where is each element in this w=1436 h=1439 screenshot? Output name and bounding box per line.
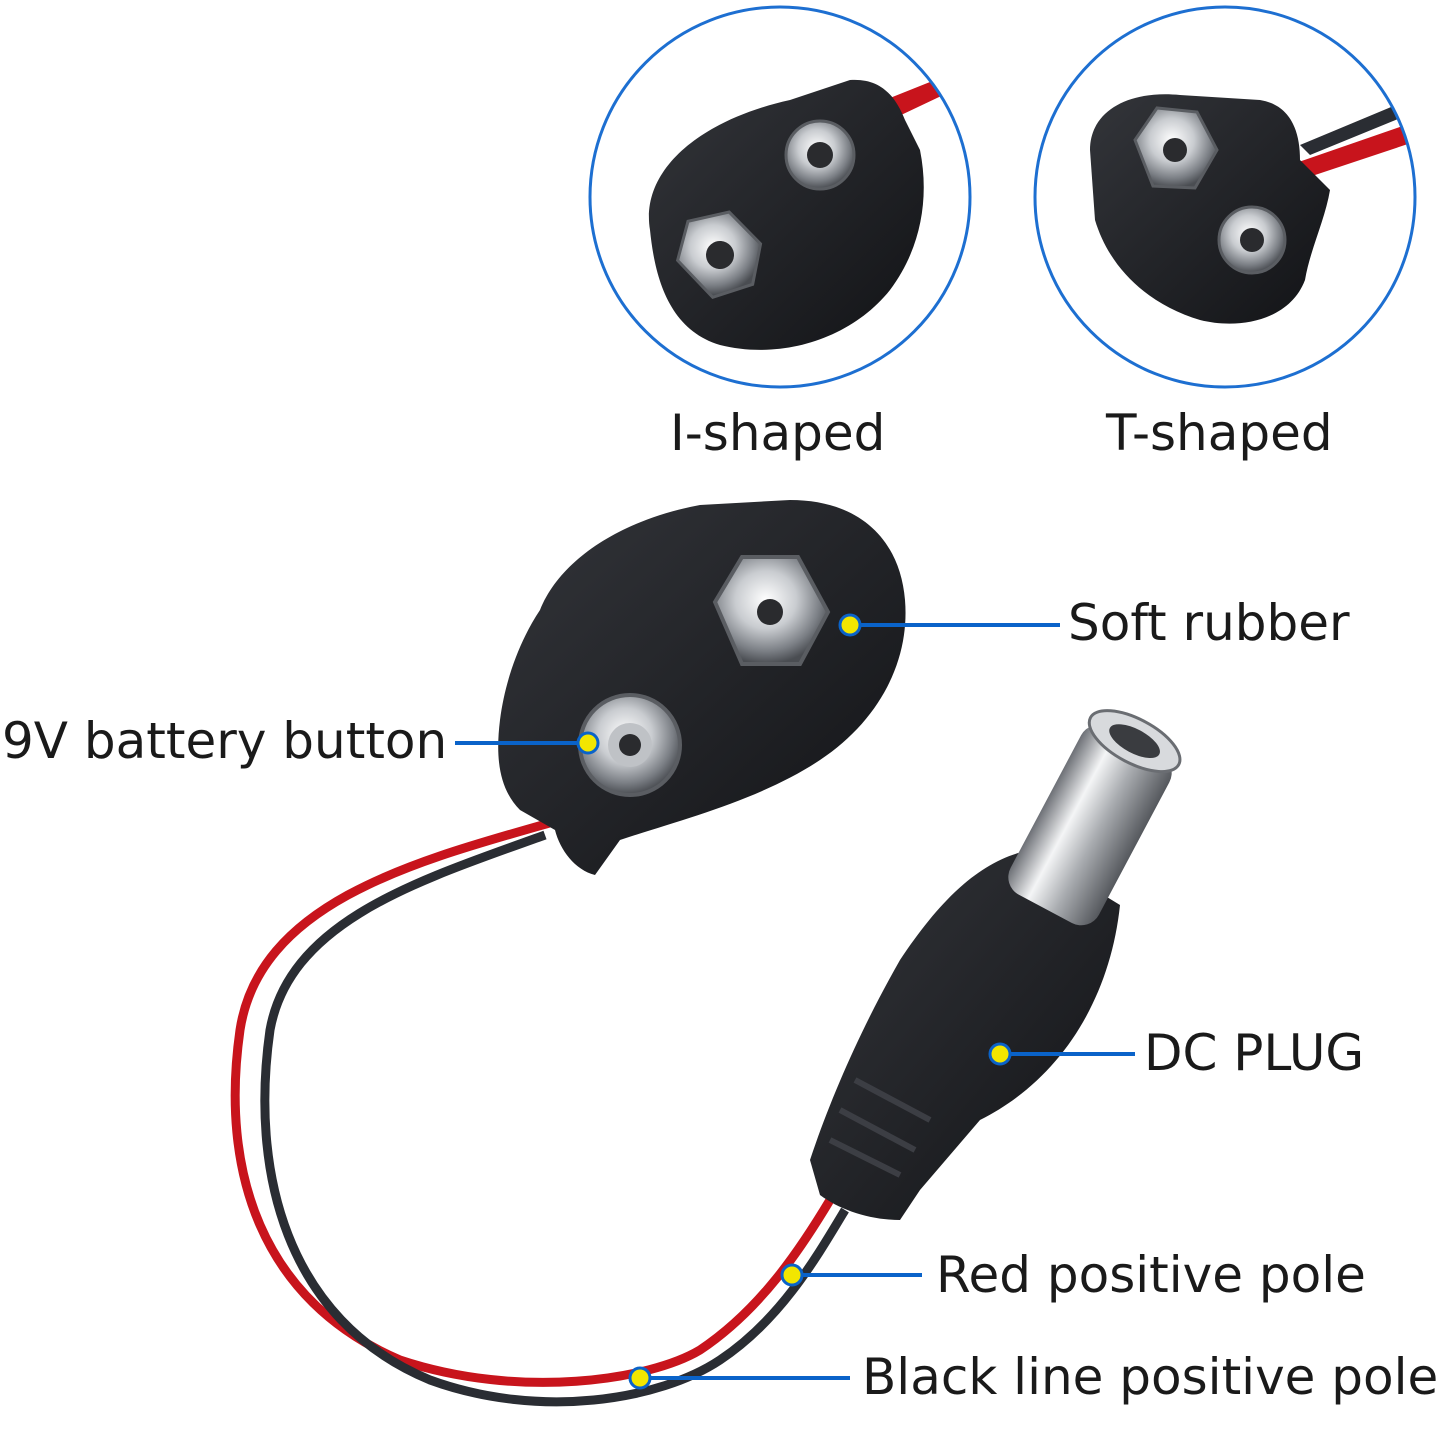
callout-leaders (455, 613, 1135, 1390)
battery-button-label: 9V battery button (2, 712, 448, 770)
soft-rubber-dot (838, 613, 862, 637)
dc-plug-label: DC PLUG (1144, 1024, 1365, 1082)
i-shaped-snap-photo (588, 5, 972, 389)
soft-rubber-label: Soft rubber (1068, 594, 1350, 652)
red-pole-dot (780, 1263, 804, 1287)
battery-button-dot (576, 731, 600, 755)
battery-snap-cable-photo (230, 500, 1182, 1407)
t-shaped-snap-photo (1033, 5, 1417, 389)
dc-plug-dot (988, 1042, 1012, 1066)
black-pole-label: Black line positive pole (862, 1348, 1436, 1406)
t-shaped-label: T-shaped (1106, 404, 1333, 462)
red-pole-label: Red positive pole (936, 1246, 1366, 1304)
black-pole-dot (628, 1366, 652, 1390)
i-shaped-label: I-shaped (670, 404, 886, 462)
